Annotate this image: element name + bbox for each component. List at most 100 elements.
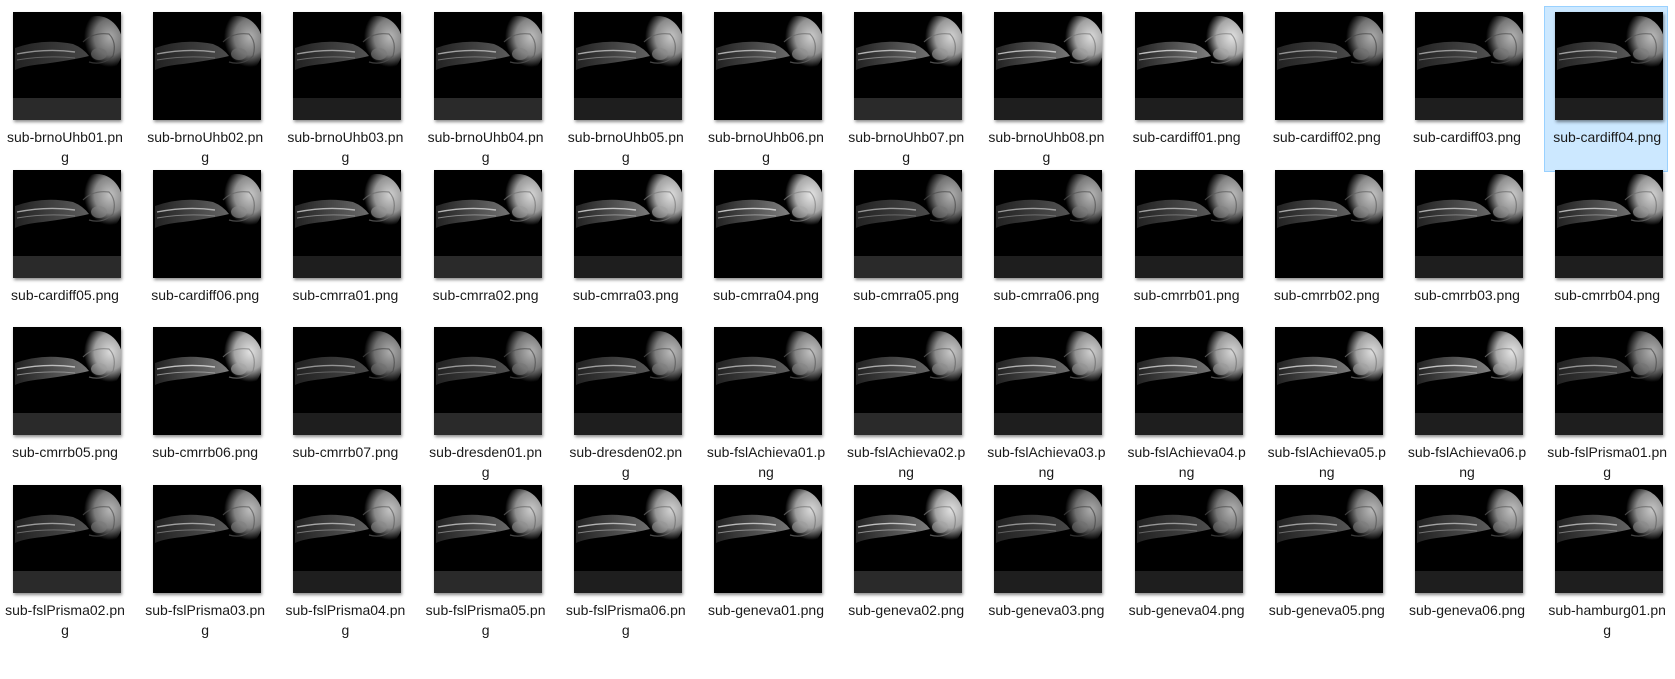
file-item[interactable]: sub-cmrrb01.png <box>1124 164 1248 330</box>
file-name-label: sub-geneva01.png <box>708 601 824 618</box>
file-name-label: sub-fslPrisma01.png <box>1547 444 1668 480</box>
image-thumbnail-icon <box>1555 327 1664 435</box>
file-name-label: sub-fslPrisma03.png <box>145 601 266 638</box>
file-item[interactable]: sub-cmrra03.png <box>563 164 687 330</box>
file-item[interactable]: sub-fslPrisma06.png <box>563 479 687 645</box>
file-item[interactable]: sub-cmrrb03.png <box>1404 164 1528 330</box>
file-item[interactable]: sub-brnoUhb06.png <box>703 6 827 172</box>
image-thumbnail-icon <box>13 169 121 278</box>
file-item[interactable]: sub-cmrra02.png <box>423 164 547 330</box>
file-item[interactable]: sub-brnoUhb04.png <box>423 6 547 172</box>
file-name-label: sub-fslAchieva06.png <box>1407 444 1527 480</box>
file-name-label: sub-geneva04.png <box>1128 601 1245 618</box>
image-thumbnail-icon <box>1274 12 1383 120</box>
file-item[interactable]: sub-cmrrb06.png <box>142 321 266 487</box>
file-item[interactable]: sub-dresden02.png <box>563 321 687 487</box>
image-thumbnail-icon <box>293 327 402 435</box>
file-item[interactable]: sub-cardiff06.png <box>142 164 266 330</box>
image-thumbnail-icon <box>573 169 682 278</box>
file-item[interactable]: sub-cmrrb07.png <box>282 321 406 487</box>
file-item[interactable]: sub-fslAchieva02.png <box>843 321 967 487</box>
file-item[interactable]: sub-cmrrb02.png <box>1264 164 1388 330</box>
image-thumbnail-icon <box>714 484 822 593</box>
file-item[interactable]: sub-cmrrb04.png <box>1544 164 1668 330</box>
image-thumbnail-icon <box>714 12 822 120</box>
file-name-label: sub-brnoUhb06.png <box>708 129 824 165</box>
file-item[interactable]: sub-brnoUhb03.png <box>282 6 406 172</box>
image-thumbnail-icon <box>293 484 402 593</box>
file-item[interactable]: sub-cmrrb05.png <box>2 321 126 487</box>
image-thumbnail-icon <box>714 327 822 435</box>
file-name-label: sub-fslPrisma05.png <box>425 601 546 638</box>
file-item[interactable]: sub-fslAchieva06.png <box>1404 321 1528 487</box>
image-thumbnail-icon <box>1274 169 1383 278</box>
image-thumbnail-icon <box>13 484 121 593</box>
file-item[interactable]: sub-cmrra05.png <box>843 164 967 330</box>
file-item[interactable]: sub-fslPrisma04.png <box>282 479 406 645</box>
image-thumbnail-icon <box>714 169 822 278</box>
file-name-label: sub-cmrrb07.png <box>292 444 399 460</box>
file-item[interactable]: sub-brnoUhb07.png <box>843 6 967 172</box>
file-item[interactable]: sub-cardiff01.png <box>1124 6 1248 172</box>
image-thumbnail-icon <box>13 12 121 120</box>
file-item[interactable]: sub-fslPrisma05.png <box>423 479 547 645</box>
file-item[interactable]: sub-fslAchieva03.png <box>983 321 1107 487</box>
file-item[interactable]: sub-cardiff04.png <box>1544 6 1669 172</box>
file-name-label: sub-geneva03.png <box>988 601 1105 618</box>
image-thumbnail-icon <box>1415 327 1523 435</box>
file-item[interactable]: sub-geneva05.png <box>1264 479 1388 645</box>
file-item[interactable]: sub-fslPrisma01.png <box>1544 321 1668 487</box>
file-item[interactable]: sub-cardiff02.png <box>1264 6 1388 172</box>
image-thumbnail-icon <box>1415 169 1523 278</box>
file-item[interactable]: sub-cmrra01.png <box>282 164 406 330</box>
file-item[interactable]: sub-brnoUhb01.png <box>2 6 126 172</box>
file-item[interactable]: sub-fslPrisma03.png <box>142 479 266 645</box>
image-thumbnail-icon <box>573 327 682 435</box>
file-name-label: sub-cmrra05.png <box>853 286 960 303</box>
file-item[interactable]: sub-fslAchieva01.png <box>703 321 827 487</box>
file-item[interactable]: sub-fslAchieva05.png <box>1264 321 1388 487</box>
image-thumbnail-icon <box>153 169 262 278</box>
file-item[interactable]: sub-geneva02.png <box>843 479 967 645</box>
file-name-label: sub-brnoUhb07.png <box>848 129 965 165</box>
file-name-label: sub-cmrrb02.png <box>1273 286 1380 303</box>
file-item[interactable]: sub-geneva06.png <box>1404 479 1528 645</box>
image-thumbnail-icon <box>153 484 262 593</box>
file-item[interactable]: sub-fslPrisma02.png <box>2 479 126 645</box>
file-item[interactable]: sub-brnoUhb02.png <box>142 6 266 172</box>
file-item[interactable]: sub-cardiff03.png <box>1404 6 1528 172</box>
file-name-label: sub-fslAchieva02.png <box>847 444 966 480</box>
file-name-label: sub-brnoUhb02.png <box>147 129 264 165</box>
image-thumbnail-icon <box>994 484 1103 593</box>
file-name-label: sub-fslPrisma06.png <box>565 601 686 638</box>
image-thumbnail-icon <box>1555 169 1664 278</box>
file-name-label: sub-cmrrb05.png <box>12 444 118 460</box>
file-name-label: sub-fslAchieva04.png <box>1127 444 1246 480</box>
image-thumbnail-icon <box>573 12 682 120</box>
file-name-label: sub-cmrrb04.png <box>1554 286 1661 303</box>
file-name-label: sub-cmrra04.png <box>713 286 819 303</box>
file-name-label: sub-hamburg01.png <box>1548 601 1666 638</box>
file-item[interactable]: sub-geneva03.png <box>983 479 1107 645</box>
file-name-label: sub-dresden01.png <box>429 444 543 480</box>
file-name-label: sub-cmrra03.png <box>572 286 679 303</box>
file-item[interactable]: sub-geneva04.png <box>1124 479 1248 645</box>
file-name-label: sub-fslAchieva03.png <box>987 444 1106 480</box>
file-item[interactable]: sub-geneva01.png <box>703 479 827 645</box>
file-item[interactable]: sub-brnoUhb05.png <box>563 6 687 172</box>
file-name-label: sub-cardiff05.png <box>11 286 119 303</box>
file-item[interactable]: sub-cmrra06.png <box>983 164 1107 330</box>
file-name-label: sub-geneva06.png <box>1409 601 1525 618</box>
file-item[interactable]: sub-hamburg01.png <box>1544 479 1668 645</box>
file-item[interactable]: sub-brnoUhb08.png <box>983 6 1107 172</box>
image-thumbnail-icon <box>854 484 963 593</box>
file-item[interactable]: sub-cmrra04.png <box>703 164 827 330</box>
image-thumbnail-icon <box>1555 484 1664 593</box>
image-thumbnail-icon <box>994 169 1103 278</box>
file-item[interactable]: sub-dresden01.png <box>423 321 547 487</box>
image-thumbnail-icon <box>153 327 262 435</box>
image-thumbnail-icon <box>433 484 542 593</box>
file-item[interactable]: sub-fslAchieva04.png <box>1124 321 1248 487</box>
file-name-label: sub-cardiff04.png <box>1553 129 1662 145</box>
file-item[interactable]: sub-cardiff05.png <box>2 164 126 330</box>
